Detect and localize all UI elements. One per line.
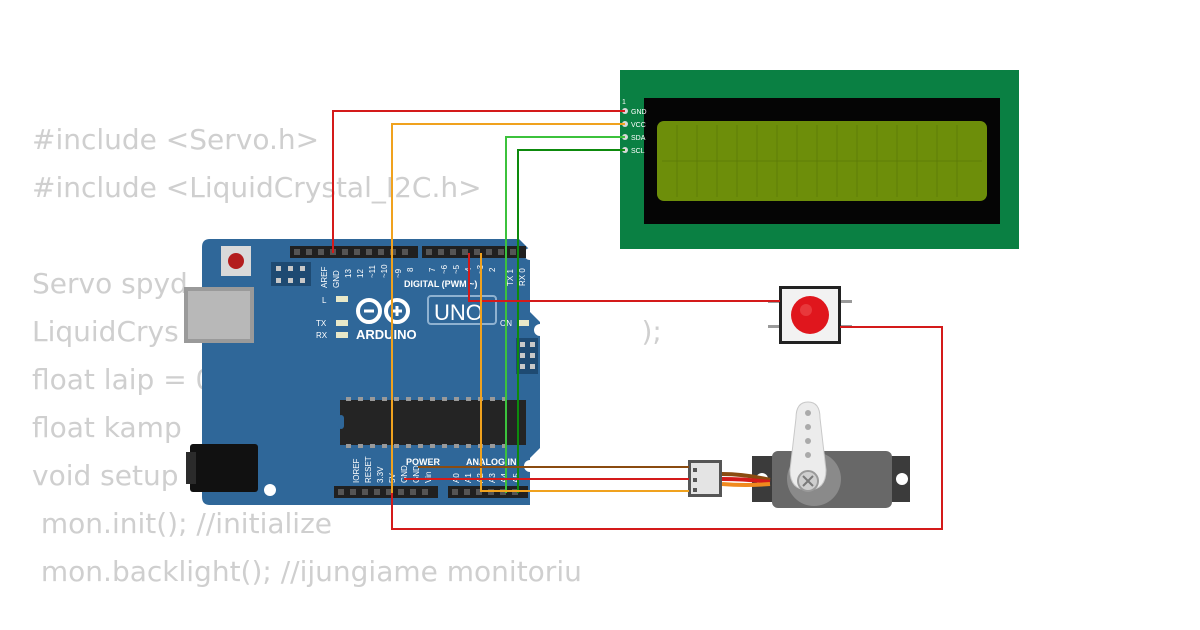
reset-button-icon[interactable] [221,246,251,276]
code-line: mon.backlight(); //ijungiame monitoriu [32,555,582,588]
servo-icon[interactable] [688,401,910,508]
pin-label: 13 [344,269,353,278]
wire-button-pin [468,253,780,302]
code-line: Servo spyd [32,267,188,300]
wire-lcd-sda [505,136,625,493]
mount-hole [534,324,546,336]
power-label: POWER [406,457,441,467]
digital-header-right [422,246,526,258]
pin-label: 12 [356,269,365,278]
led-rx-label: RX [316,331,328,340]
pin-label: IOREF [352,458,361,483]
pin-label: 7 [428,267,437,272]
digital-label: DIGITAL (PWM ~) [404,279,477,289]
lcd-char-grid [662,125,982,197]
wire-lcd-gnd [332,110,625,253]
led-tx-label: TX [316,319,327,328]
wire-lcd-scl [517,149,625,493]
push-button-icon[interactable] [768,286,852,344]
lcd-module[interactable]: 1 GND VCC SDA SCL [620,70,1019,249]
pin-label: A0 [452,473,461,483]
code-line: mon.init(); //initialize [32,507,332,540]
pin-label: Vin [424,472,433,483]
arduino-uno-board[interactable]: AREF GND 13 12 ~11 ~10 ~9 8 7 ~6 ~5 4 ~3… [184,239,546,505]
pin-label: TX 1 [506,269,515,286]
wire-button-return [391,326,943,530]
mount-hole [264,484,276,496]
wire-servo-signal [480,253,689,492]
wires [332,110,943,530]
pin-label: 2 [488,267,497,272]
pin-label: GND [400,465,409,483]
lcd-pin-vcc: VCC [631,122,646,129]
pin-label: GND [412,465,421,483]
pin-label: A4 [500,473,509,483]
pin-label: RESET [364,456,373,483]
chip-icon [338,397,526,448]
usb-connector-icon [184,287,254,343]
pin-label: AREF [320,267,329,288]
lcd-pin-1-label: 1 [622,99,626,106]
pin-label: GND [332,270,341,288]
pin-label: ~9 [394,268,403,278]
pin-label: ~11 [368,264,377,278]
mount-hole [524,248,536,260]
model-frame [427,295,497,325]
lcd-pins [622,108,628,153]
lcd-pin-gnd: GND [631,109,647,116]
code-line: #include <LiquidCrystal_I2C.h> [32,171,482,204]
pin-label: 8 [406,267,415,272]
arduino-brand: ARDUINO [356,327,417,342]
icsp-header-right [516,338,538,374]
code-line: LiquidCrys ); [32,315,662,348]
power-header [334,486,438,498]
led-l-label: L [322,296,327,305]
pin-label: A3 [488,473,497,483]
arduino-model: UNO [434,300,483,325]
pin-label: 3.3V [376,466,385,483]
pin-label: RX 0 [518,268,527,286]
top-pin-labels-left: AREF GND 13 12 ~11 ~10 ~9 8 [320,264,415,288]
pin-label: ~5 [452,264,461,274]
code-line: void setup [32,459,179,492]
pin-label: ~6 [440,264,449,274]
pin-label: A1 [464,473,473,483]
dc-jack-icon [186,444,258,492]
lcd-pin-scl: SCL [631,148,645,155]
code-line: float kamp [32,411,182,444]
lcd-pin-sda: SDA [631,135,646,142]
wire-lcd-vcc [391,123,625,493]
code-line: #include <Servo.h> [32,123,320,156]
pin-label: A5 [512,473,521,483]
digital-header-left [290,246,418,258]
analog-label: ANALOG IN [466,457,517,467]
icsp-header [271,262,311,286]
arduino-logo [356,298,410,324]
code-background: #include <Servo.h> #include <LiquidCrysta… [32,116,662,596]
pin-label: ~10 [380,264,389,278]
